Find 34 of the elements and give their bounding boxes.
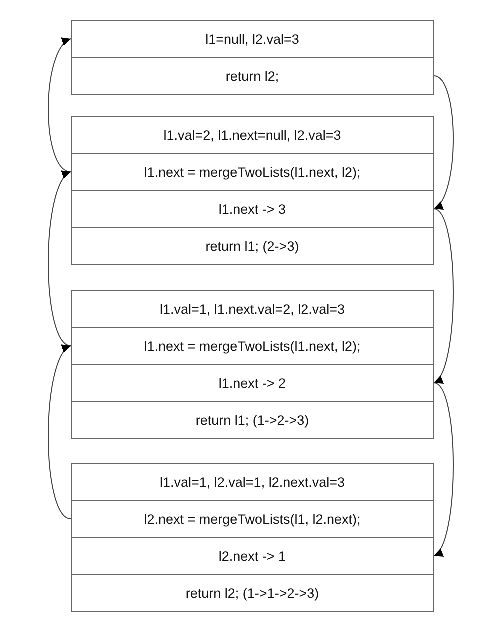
code-text: return l2; (1->1->2->3): [186, 586, 320, 600]
arrow: [434, 382, 454, 556]
code-cell: [71, 364, 434, 402]
code-cell: [71, 190, 434, 228]
code-text: return l1; (1->2->3): [196, 412, 310, 428]
code-cell: [71, 153, 434, 191]
code-text: l1.next = mergeTwoLists(l1.next, l2);: [144, 338, 361, 354]
code-cell: [71, 500, 434, 538]
code-cell: [71, 463, 434, 501]
code-text: l1.next -> 2: [218, 376, 286, 390]
code-cell: [71, 574, 434, 612]
code-text: return l2;: [226, 68, 280, 84]
code-cell: [71, 116, 434, 154]
arrow: [434, 76, 454, 210]
code-text: return l1; (2->3): [206, 238, 300, 254]
code-cell: [71, 537, 434, 575]
code-text: l1=null, l2.val=3: [206, 32, 300, 46]
arrow: [48, 346, 72, 520]
arrow: [48, 38, 72, 172]
code-cell: [71, 401, 434, 439]
code-cell: [71, 327, 434, 365]
code-text: l2.next -> 1: [218, 548, 286, 564]
code-text: l1.val=1, l2.val=1, l2.next.val=3: [160, 474, 345, 490]
code-text: l1.val=2, l1.next=null, l2.val=3: [164, 128, 342, 142]
code-cell: [71, 290, 434, 328]
code-text: l1.val=1, l1.next.val=2, l2.val=3: [160, 302, 345, 316]
code-cell: [71, 20, 434, 58]
code-cell: [71, 227, 434, 265]
code-text: l1.next = mergeTwoLists(l1.next, l2);: [144, 164, 361, 180]
code-text: l1.next -> 3: [218, 202, 286, 216]
code-cell: [71, 57, 434, 95]
code-text: l2.next = mergeTwoLists(l1, l2.next);: [144, 512, 361, 526]
arrow: [48, 172, 72, 346]
arrow: [434, 208, 454, 384]
